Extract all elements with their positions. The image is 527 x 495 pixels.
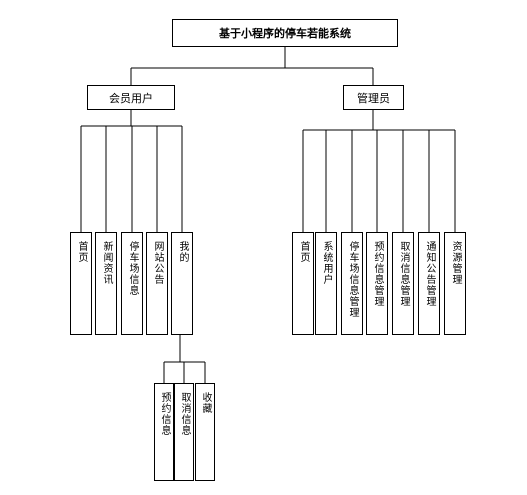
mine-child-cancellation: 取消信息 bbox=[174, 383, 194, 481]
member-child-label: 首页 bbox=[76, 241, 87, 263]
admin-child-label: 停车场信息管理 bbox=[347, 241, 358, 318]
member-child-parking-info: 停车场信息 bbox=[121, 232, 143, 335]
admin-child-notice-management: 通知公告管理 bbox=[418, 232, 440, 335]
root-label: 基于小程序的停车若能系统 bbox=[219, 27, 351, 40]
mine-child-reservation: 预约信息 bbox=[154, 383, 174, 481]
admin-child-home: 首页 bbox=[292, 232, 314, 335]
admin-child-cancellation-management: 取消信息管理 bbox=[392, 232, 414, 335]
admin-label: 管理员 bbox=[357, 91, 390, 105]
member-child-home: 首页 bbox=[70, 232, 92, 335]
admin-child-reservation-management: 预约信息管理 bbox=[366, 232, 388, 335]
member-child-label: 停车场信息 bbox=[127, 241, 138, 296]
member-label: 会员用户 bbox=[109, 91, 153, 105]
admin-child-label: 取消信息管理 bbox=[398, 241, 409, 307]
member-child-news: 新闻资讯 bbox=[95, 232, 117, 335]
admin-node: 管理员 bbox=[343, 85, 404, 110]
mine-child-favorites: 收藏 bbox=[195, 383, 215, 481]
mine-child-label: 预约信息 bbox=[159, 392, 170, 436]
admin-child-parking-management: 停车场信息管理 bbox=[341, 232, 363, 335]
admin-child-label: 预约信息管理 bbox=[372, 241, 383, 307]
member-child-label: 新闻资讯 bbox=[101, 241, 112, 285]
admin-child-resource-management: 资源管理 bbox=[444, 232, 466, 335]
member-child-label: 网站公告 bbox=[152, 241, 163, 285]
member-child-mine: 我的 bbox=[171, 232, 193, 335]
mine-child-label: 取消信息 bbox=[179, 392, 190, 436]
root-node: 基于小程序的停车若能系统 bbox=[172, 19, 398, 47]
admin-child-label: 资源管理 bbox=[450, 241, 461, 285]
member-child-announcements: 网站公告 bbox=[146, 232, 168, 335]
member-child-label: 我的 bbox=[177, 241, 188, 263]
member-node: 会员用户 bbox=[87, 85, 175, 110]
admin-child-label: 通知公告管理 bbox=[424, 241, 435, 307]
admin-child-label: 首页 bbox=[298, 241, 309, 263]
admin-child-system-users: 系统用户 bbox=[315, 232, 337, 335]
mine-child-label: 收藏 bbox=[200, 392, 211, 414]
admin-child-label: 系统用户 bbox=[321, 241, 332, 285]
